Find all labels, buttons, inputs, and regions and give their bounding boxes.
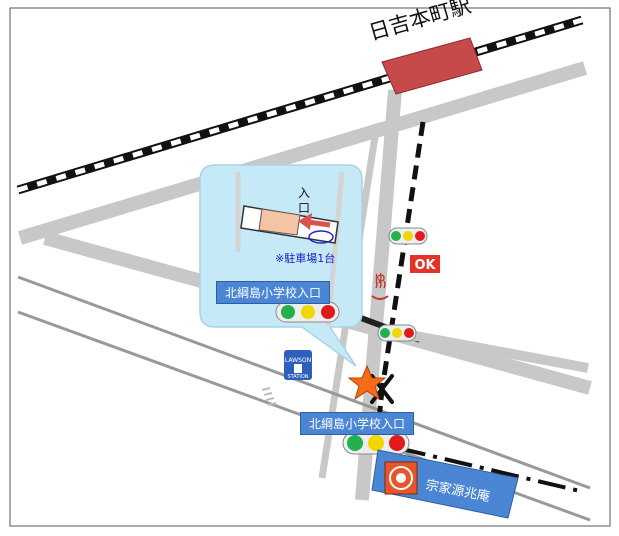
traffic-light-middle — [377, 324, 417, 342]
star-marker — [347, 364, 387, 401]
ok-store-icon: OK — [410, 255, 440, 273]
lawson-icon: LAWSON STATION — [284, 350, 312, 380]
lawson-sub-label: STATION — [287, 374, 308, 380]
lawson-label: LAWSON — [285, 357, 311, 364]
inset-entrance-label-top: 入 — [298, 186, 311, 200]
traffic-light-main — [342, 431, 410, 455]
crosswalk — [261, 387, 277, 406]
inset-callout — [199, 164, 363, 367]
road-upper-diagonal — [17, 61, 588, 245]
road-lower-edge-1 — [17, 275, 591, 490]
road-right-branch — [404, 329, 589, 373]
destination-box — [371, 449, 519, 519]
parking-note: ※駐車場1台 — [275, 252, 336, 265]
entrance-arrow-icon — [298, 213, 312, 230]
onsen-char: ゆ — [375, 272, 386, 285]
dashed-line-lower — [397, 446, 585, 494]
parking-marker — [308, 230, 334, 244]
inset-entrance-label-bottom: 口 — [298, 201, 311, 215]
main-crossing-label: 北綱島小学校入口 — [300, 412, 415, 435]
ok-logo-text: OK — [414, 258, 436, 273]
traffic-light-upper — [388, 227, 428, 245]
station-building — [381, 37, 483, 95]
railway — [16, 15, 584, 195]
onsen-icon: ゆ — [371, 272, 389, 300]
inset-crossing-label: 北綱島小学校入口 — [216, 281, 331, 304]
